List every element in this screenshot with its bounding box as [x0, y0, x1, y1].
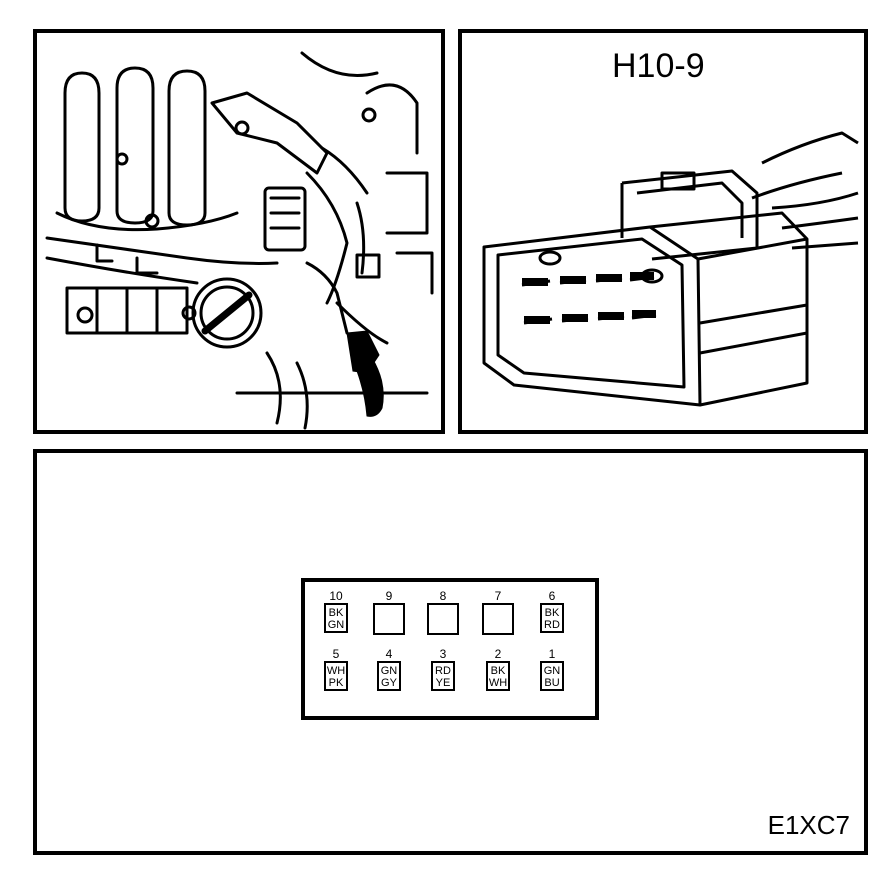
- pin-4: 4 GN GY: [369, 648, 409, 691]
- pin-wire-colors: GN GY: [377, 661, 401, 691]
- pin-number: 10: [329, 589, 343, 603]
- pin-empty-cavity: [427, 603, 459, 635]
- connector-illustration: [482, 131, 859, 407]
- pin-number: 8: [439, 589, 447, 603]
- wire-color-2: YE: [435, 677, 451, 689]
- pin-7: 7: [478, 590, 518, 635]
- pin-8: 8: [423, 590, 463, 635]
- pin-wire-colors: BK RD: [540, 603, 564, 633]
- pin-wire-colors: WH PK: [324, 661, 348, 691]
- wire-color-2: BU: [544, 677, 560, 689]
- pin-number: 6: [548, 589, 556, 603]
- pin-empty-cavity: [373, 603, 405, 635]
- pin-wire-colors: RD YE: [431, 661, 455, 691]
- connector-view-panel: H10-9: [458, 29, 868, 434]
- wire-color-1: BK: [490, 665, 506, 677]
- pin-3: 3 RD YE: [423, 648, 463, 691]
- pin-wire-colors: GN BU: [540, 661, 564, 691]
- wire-color-2: RD: [544, 619, 560, 631]
- pin-number: 4: [385, 647, 393, 661]
- wire-color-2: WH: [488, 677, 508, 689]
- connector-pinout: 10 BK GN 9 8 7 6 BK RD 5: [301, 578, 599, 720]
- pin-5: 5 WH PK: [316, 648, 356, 691]
- wire-color-1: GN: [543, 665, 561, 677]
- pin-number: 7: [494, 589, 502, 603]
- pin-6: 6 BK RD: [532, 590, 572, 633]
- pin-number: 5: [332, 647, 340, 661]
- pin-10: 10 BK GN: [316, 590, 356, 633]
- pinout-panel: 10 BK GN 9 8 7 6 BK RD 5: [33, 449, 868, 855]
- pin-number: 9: [385, 589, 393, 603]
- pin-2: 2 BK WH: [478, 648, 518, 691]
- pin-number: 1: [548, 647, 556, 661]
- pin-1: 1 GN BU: [532, 648, 572, 691]
- pin-wire-colors: BK WH: [486, 661, 510, 691]
- wire-color-1: BK: [544, 607, 560, 619]
- figure-code-label: E1XC7: [767, 810, 850, 840]
- pin-9: 9: [369, 590, 409, 635]
- wire-color-1: WH: [326, 665, 346, 677]
- wire-color-2: GY: [381, 677, 397, 689]
- wire-color-2: PK: [328, 677, 344, 689]
- pin-wire-colors: BK GN: [324, 603, 348, 633]
- wire-color-1: RD: [435, 665, 451, 677]
- engine-illustration: [45, 51, 434, 430]
- connector-id-label: H10-9: [612, 47, 705, 85]
- wire-color-2: GN: [327, 619, 345, 631]
- engine-location-panel: [33, 29, 445, 434]
- pin-empty-cavity: [482, 603, 514, 635]
- pin-number: 3: [439, 647, 447, 661]
- pin-number: 2: [494, 647, 502, 661]
- wire-color-1: GN: [380, 665, 398, 677]
- wire-color-1: BK: [328, 607, 344, 619]
